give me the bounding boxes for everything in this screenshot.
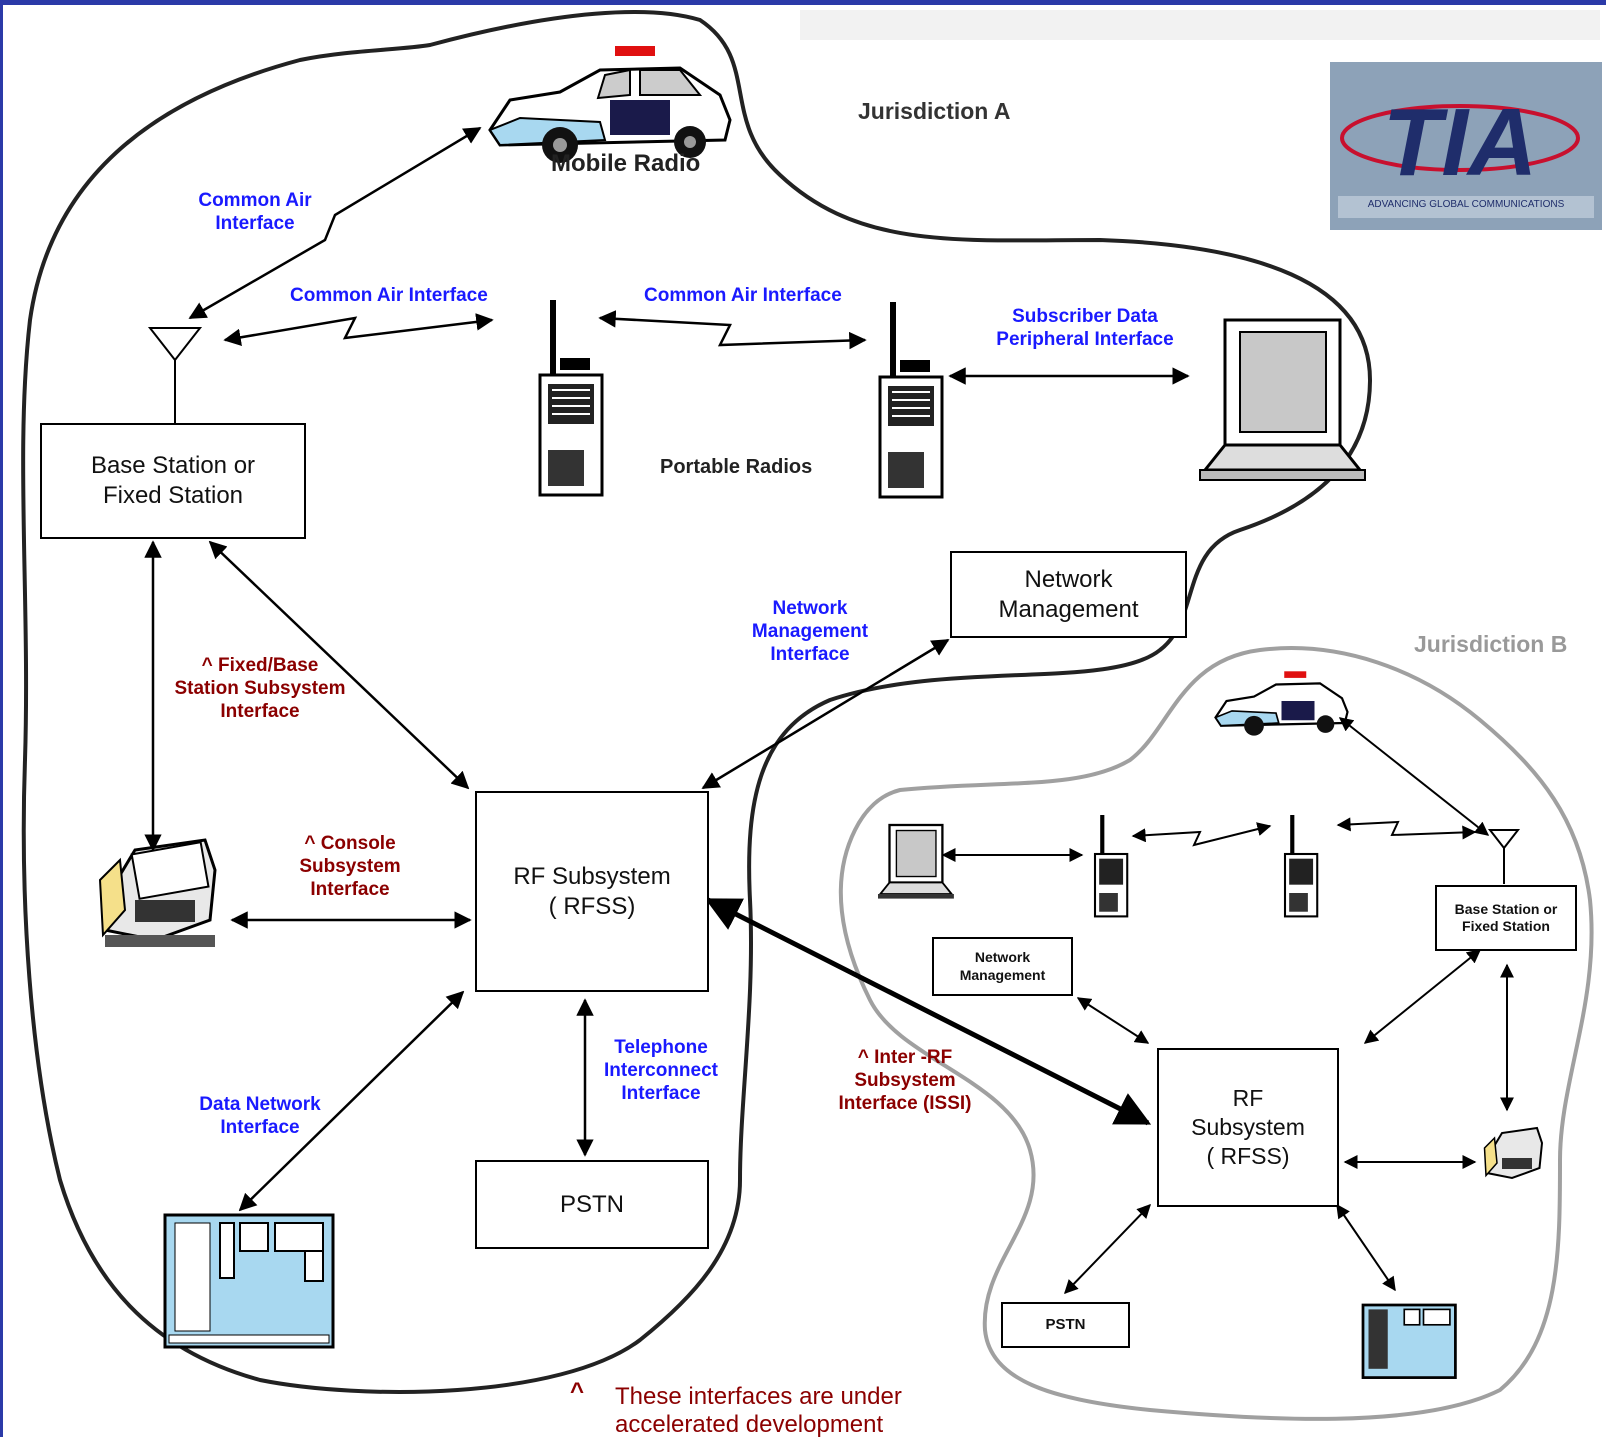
dni-label-line1: Data Network (199, 1094, 321, 1115)
pstn-b-box: PSTN (1001, 1302, 1130, 1348)
fbssi-label-line2: Station Subsystem (174, 677, 346, 699)
rfss-a-line2: ( RFSS) (548, 892, 636, 920)
sdpi-label-line2: Peripheral Interface (996, 328, 1174, 350)
police-car-icon (1214, 671, 1349, 736)
jurisdiction-b-boundary (838, 646, 1594, 1421)
data-server-icon (1361, 1303, 1457, 1379)
portable-radio-icon (878, 302, 944, 499)
sdpi-label: Subscriber Data Peripheral Interface (985, 306, 1185, 352)
laptop-icon (1199, 318, 1366, 481)
base-station-b-line1: Base Station or (1454, 900, 1558, 917)
cai-label-3: Common Air Interface (644, 285, 842, 306)
antenna-icon (1487, 829, 1521, 884)
nmi-label-line2: Management (751, 620, 869, 642)
network-management-b-box: Network Management (932, 937, 1073, 996)
network-management-b-line1: Network (974, 949, 1031, 965)
cai-label-1-line2: Interface (215, 212, 295, 234)
footnote: ^ These interfaces are under accelerated… (570, 1378, 902, 1438)
cai-label-2: Common Air Interface (290, 285, 488, 306)
console-icon (98, 838, 217, 947)
header-strip (800, 10, 1600, 40)
connection-arrows (144, 126, 1190, 1212)
fbssi-label-line3: Interface (220, 700, 300, 722)
sdpi-label-line1: Subscriber Data (1012, 306, 1158, 327)
nmi-label-line1: Network (772, 598, 848, 619)
data-server-icon (163, 1213, 335, 1349)
rfss-a-box: RF Subsystem ( RFSS) (475, 791, 709, 992)
network-management-a-line2: Management (998, 595, 1139, 623)
rfss-b-line2: Subsystem (1191, 1114, 1305, 1141)
rfss-b-box: RF Subsystem ( RFSS) (1157, 1048, 1339, 1207)
network-management-a-line1: Network (1024, 565, 1113, 593)
base-station-b-box: Base Station or Fixed Station (1435, 885, 1577, 951)
base-station-a-line1: Base Station or (90, 452, 256, 479)
logo-tagline: ADVANCING GLOBAL COMMUNICATIONS (1367, 199, 1565, 210)
nmi-label: Network Management Interface (735, 598, 885, 666)
jurisdiction-b-label: Jurisdiction B (1414, 631, 1568, 657)
console-icon (1483, 1126, 1544, 1180)
footnote-line1: These interfaces are under (615, 1383, 902, 1410)
cssi-label-line1: ^ Console (304, 833, 396, 854)
tii-label-line3: Interface (621, 1082, 701, 1104)
rfss-b-line1: RF (1232, 1085, 1264, 1112)
base-station-b-line2: Fixed Station (1462, 918, 1550, 934)
portable-radio-icon (1093, 815, 1129, 918)
issi-arrow (704, 897, 1152, 1126)
issi-label: ^ Inter -RF Subsystem Interface (ISSI) (820, 1047, 990, 1115)
cssi-label-line3: Interface (310, 878, 390, 900)
jurisdiction-a-label: Jurisdiction A (858, 98, 1011, 124)
footnote-marker: ^ (570, 1378, 585, 1405)
dni-label: Data Network Interface (190, 1094, 330, 1140)
mobile-radio-label: Mobile Radio (551, 150, 701, 177)
tii-label-line1: Telephone (614, 1037, 708, 1058)
cai-label-1: Common Air Interface (180, 190, 330, 236)
cssi-label: ^ Console Subsystem Interface (280, 833, 420, 901)
issi-label-line3: Interface (ISSI) (838, 1092, 972, 1114)
portable-radios-label: Portable Radios (660, 456, 813, 478)
left-bar (0, 5, 3, 1437)
portable-radio-icon (1283, 815, 1319, 918)
base-station-a-box: Base Station or Fixed Station (40, 423, 306, 539)
pstn-a-box: PSTN (475, 1160, 709, 1249)
issi-label-line2: Subsystem (854, 1069, 956, 1091)
dni-label-line2: Interface (220, 1116, 300, 1138)
portable-radio-icon (538, 300, 604, 497)
antenna-icon (147, 327, 203, 423)
network-management-a-box: Network Management (950, 551, 1187, 638)
police-car-icon (488, 46, 732, 163)
issi-label-line1: ^ Inter -RF (857, 1047, 953, 1068)
rfss-a-line1: RF Subsystem (513, 862, 671, 890)
network-management-b-line2: Management (959, 966, 1046, 983)
tii-label-line2: Interconnect (603, 1059, 719, 1081)
fbssi-label: ^ Fixed/Base Station Subsystem Interface (160, 655, 360, 723)
nmi-label-line3: Interface (770, 643, 850, 665)
footnote-text: These interfaces are under accelerated d… (615, 1383, 902, 1438)
connection-arrows-b (941, 717, 1514, 1295)
fbssi-label-line1: ^ Fixed/Base (201, 655, 319, 676)
cai-label-1-line1: Common Air (198, 190, 312, 211)
top-bar (0, 0, 1606, 5)
pstn-b-label: PSTN (1045, 1315, 1086, 1333)
tia-logo: TIA (1330, 62, 1602, 230)
rfss-b-line3: ( RFSS) (1206, 1142, 1290, 1169)
pstn-a-label: PSTN (559, 1190, 624, 1218)
tii-label: Telephone Interconnect Interface (596, 1037, 726, 1105)
laptop-icon (878, 823, 954, 899)
base-station-a-line2: Fixed Station (102, 482, 244, 509)
svg-text:TIA: TIA (1383, 89, 1538, 196)
cssi-label-line2: Subsystem (299, 855, 401, 877)
footnote-line2: accelerated development (615, 1410, 884, 1438)
